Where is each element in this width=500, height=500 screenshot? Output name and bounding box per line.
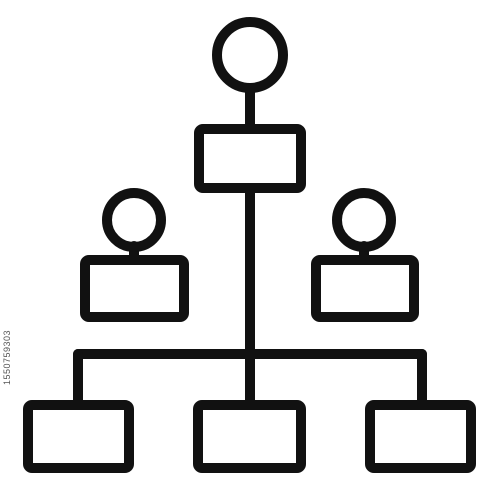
bottom-left-box bbox=[23, 400, 134, 473]
right-node-box bbox=[311, 255, 419, 322]
left-node-box bbox=[80, 255, 189, 322]
left-avatar-circle bbox=[102, 188, 166, 252]
right-avatar-circle bbox=[332, 188, 396, 252]
top-avatar-circle bbox=[212, 17, 288, 93]
bottom-right-box bbox=[365, 400, 476, 473]
top-node-box bbox=[194, 124, 306, 193]
bottom-center-box bbox=[193, 400, 306, 473]
